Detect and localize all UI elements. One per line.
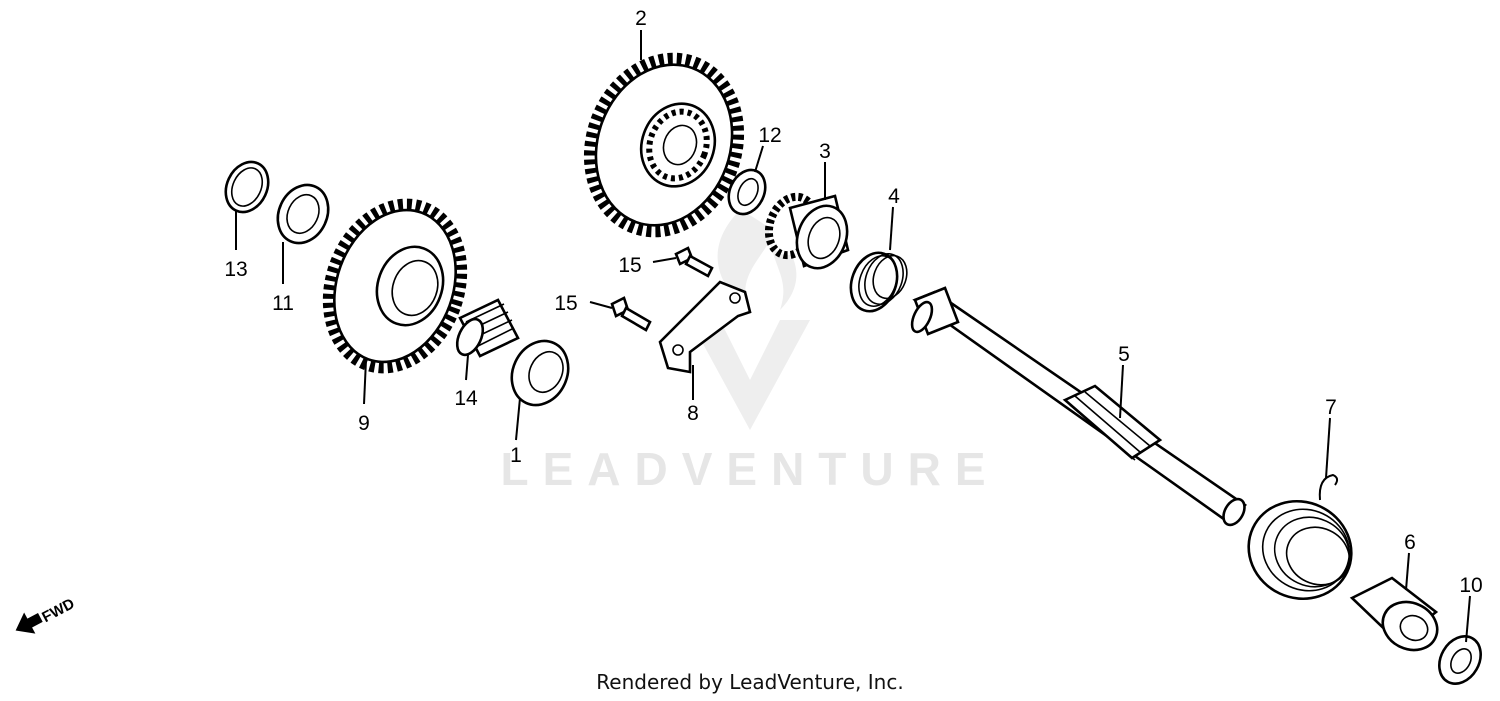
washer-13 bbox=[224, 160, 270, 214]
callout-8: 8 bbox=[687, 402, 699, 425]
watermark-text: LEADVENTURE bbox=[500, 443, 999, 495]
watermark: LEADVENTURE bbox=[500, 210, 999, 495]
callout-4: 4 bbox=[888, 185, 900, 208]
callout-15-upper: 15 bbox=[618, 254, 641, 277]
ratchet-3 bbox=[764, 192, 850, 270]
gear-9 bbox=[322, 198, 468, 374]
callout-10: 10 bbox=[1459, 574, 1482, 597]
callout-6: 6 bbox=[1404, 531, 1416, 554]
callout-1: 1 bbox=[510, 444, 522, 467]
guide-plate-8 bbox=[658, 280, 752, 374]
callout-2: 2 bbox=[635, 7, 647, 30]
washer-12 bbox=[727, 168, 767, 216]
fwd-label: FWD bbox=[39, 595, 77, 626]
leader-lines bbox=[235, 30, 1471, 643]
callout-7: 7 bbox=[1325, 396, 1337, 419]
spring-4 bbox=[849, 251, 908, 313]
spindle-5 bbox=[910, 286, 1248, 527]
return-spring-7 bbox=[1247, 473, 1353, 601]
bolt-15-upper bbox=[674, 246, 714, 278]
callout-numbers: 2 12 3 4 5 7 6 10 13 11 9 14 1 8 15 15 bbox=[224, 7, 1482, 597]
fwd-arrow-icon bbox=[15, 612, 43, 634]
fwd-indicator: FWD bbox=[15, 595, 78, 634]
callout-11: 11 bbox=[272, 292, 294, 315]
collar-1 bbox=[510, 339, 570, 407]
needle-bearing-14 bbox=[455, 298, 520, 358]
callout-15-lower: 15 bbox=[554, 292, 577, 315]
render-credit: Rendered by LeadVenture, Inc. bbox=[596, 670, 904, 694]
collar-6 bbox=[1349, 576, 1439, 652]
bolt-15-lower bbox=[610, 296, 652, 332]
callout-3: 3 bbox=[819, 140, 831, 163]
callout-13: 13 bbox=[224, 258, 247, 281]
circlip-11 bbox=[276, 183, 330, 245]
washer-10 bbox=[1438, 635, 1482, 685]
callout-9: 9 bbox=[358, 412, 370, 435]
callout-12: 12 bbox=[758, 124, 781, 147]
gear-2 bbox=[583, 52, 745, 238]
callout-14: 14 bbox=[454, 387, 478, 410]
callout-5: 5 bbox=[1118, 343, 1130, 366]
